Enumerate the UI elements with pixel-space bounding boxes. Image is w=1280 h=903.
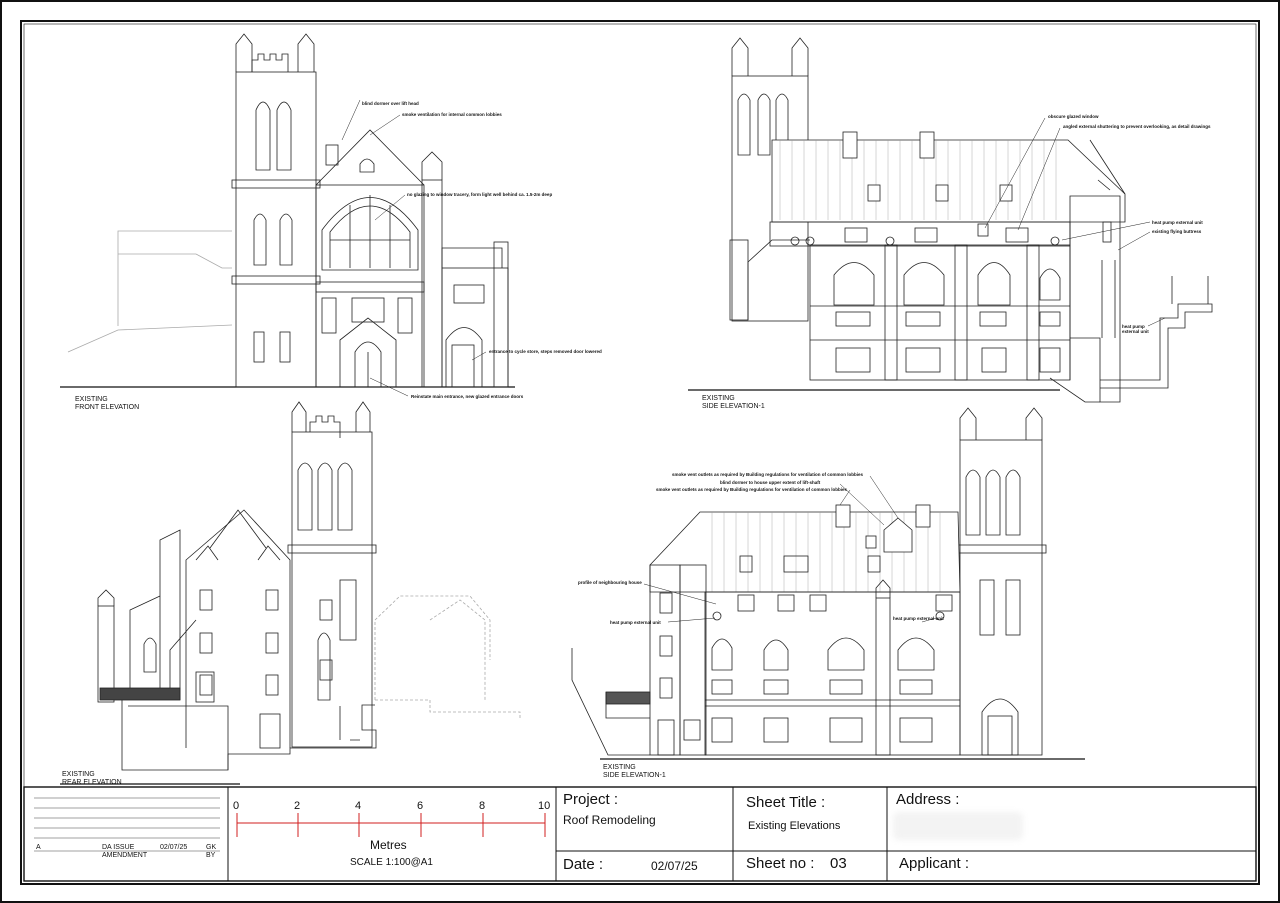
scale-tick-label: 6 [417,800,424,812]
side1-elevation-label-line2: SIDE ELEVATION-1 [702,403,765,410]
scale-unit: Metres [370,838,407,852]
side1-note-5: heat pump external unit [1122,324,1149,334]
rear-elevation-label-line2: REAR ELEVATION [62,779,122,786]
side2-note-6: heat pump external unit [893,616,944,621]
front-elevation-label: EXISTING FRONT ELEVATION [75,396,139,412]
scale-tick-label: 10 [538,800,551,812]
front-note-4: entrance to cycle store, steps removed d… [489,349,602,354]
front-elevation-label-line1: EXISTING [75,396,108,403]
side2-elevation-label-line2: SIDE ELEVATION-1 [603,772,666,779]
revision-by: GK [206,844,217,851]
revision-date: 02/07/25 [160,844,188,851]
scale-ratio: SCALE 1:100@A1 [350,857,433,868]
side1-elevation-label: EXISTING SIDE ELEVATION-1 [702,395,765,411]
scale-tick-label: 2 [294,800,301,812]
address-label: Address : [896,791,960,808]
side1-note-4: existing flying buttress [1152,229,1202,234]
side2-note-5: heat pump external unit [610,620,661,625]
front-note-1: blind dormer over lift head [362,101,419,106]
front-note-3: no glazing to window tracery, form light… [407,192,553,197]
side1-note-2: angled external shuttering to prevent ov… [1063,124,1211,129]
sheet-no-label: Sheet no : [746,855,815,872]
sheet-no-value: 03 [830,855,847,872]
date-value: 02/07/25 [651,859,698,873]
address-value-blurred [893,812,1023,840]
rear-elevation-drawing [60,401,521,785]
front-note-2: smoke ventilation for internal common lo… [402,112,502,117]
revision-description: DA ISSUE [102,844,135,851]
revision-column-amendment: AMENDMENT [102,852,148,859]
title-block-grid [23,786,1257,882]
scale-bar [236,813,546,837]
side2-note-2: blind dormer to house upper extent of li… [720,480,821,485]
applicant-label: Applicant : [899,855,970,872]
front-note-5: Reinstate main entrance, new glazed entr… [411,394,524,399]
sheet-title-value: Existing Elevations [748,820,841,832]
side1-note-1: obscure glazed window [1048,114,1099,119]
rear-elevation-label: EXISTING REAR ELEVATION [62,771,122,787]
side2-elevation-label: EXISTING SIDE ELEVATION-1 [603,764,666,780]
side2-elevation-label-line1: EXISTING [603,764,636,771]
project-value: Roof Remodeling [563,813,656,827]
scale-tick-label: 8 [479,800,486,812]
side-elevation-2-drawing [571,407,1085,760]
front-elevation-drawing [60,33,515,397]
side2-note-1: smoke vent outlets as required by Buildi… [672,472,864,477]
front-elevation-label-line2: FRONT ELEVATION [75,404,140,411]
revision-rev: A [36,844,41,851]
scale-tick-label: 0 [233,800,240,812]
side1-note-3: heat pump external unit [1152,220,1203,225]
sheet-title-label: Sheet Title : [746,794,826,811]
date-label: Date : [563,856,604,873]
side1-elevation-label-line1: EXISTING [702,395,735,402]
project-label: Project : [563,791,619,808]
rear-elevation-label-line1: EXISTING [62,771,95,778]
side-elevation-1-drawing [688,37,1213,403]
side2-note-4: profile of neighbouring house [578,580,642,585]
scale-tick-label: 4 [355,800,362,812]
side2-note-3: smoke vent outlets as required by Buildi… [656,487,848,492]
revision-column-by: BY [206,852,216,859]
